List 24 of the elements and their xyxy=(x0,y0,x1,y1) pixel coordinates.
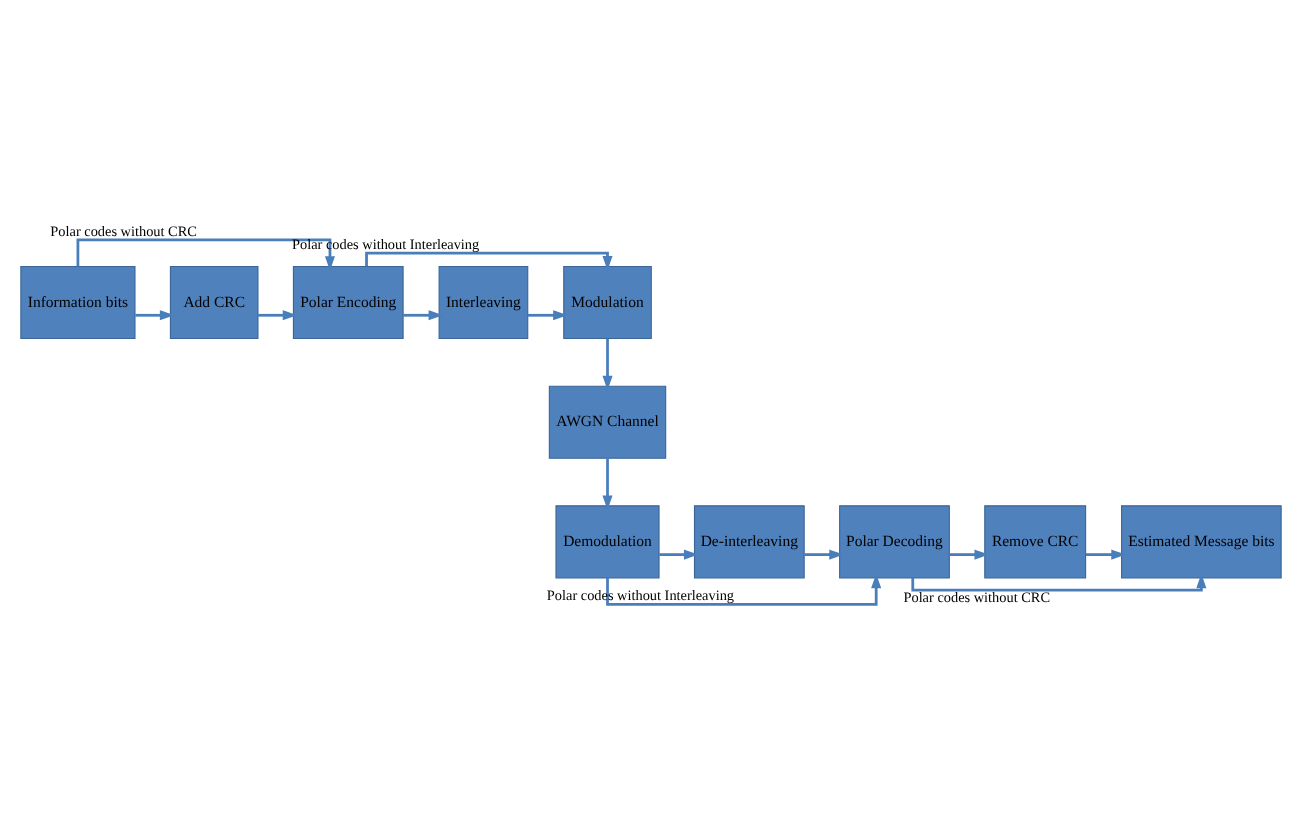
arrow xyxy=(602,337,613,390)
node-box: Modulation xyxy=(563,264,652,339)
arrow xyxy=(135,309,175,320)
arrow xyxy=(602,457,613,509)
node-box: Interleaving xyxy=(438,264,529,339)
node-box: Add CRC xyxy=(169,264,259,339)
arrow xyxy=(1085,548,1126,559)
arrow xyxy=(403,309,444,320)
arrow xyxy=(258,309,298,320)
arrow xyxy=(659,548,699,559)
node-box: Remove CRC xyxy=(984,504,1087,578)
node-box: Information bits xyxy=(20,264,136,339)
node-box: Polar Decoding xyxy=(839,504,950,578)
arrow xyxy=(804,548,844,559)
arrow xyxy=(911,572,1207,591)
node-box: AWGN Channel xyxy=(548,384,667,458)
arrow xyxy=(949,548,989,559)
arrow xyxy=(527,309,568,320)
node-box: Polar Encoding xyxy=(292,264,404,339)
node-box: De-interleaving xyxy=(693,504,805,578)
arrow xyxy=(365,250,613,270)
node-box: Estimated Message bits xyxy=(1121,504,1282,578)
node-box: Demodulation xyxy=(555,504,660,578)
arrow xyxy=(606,572,882,605)
